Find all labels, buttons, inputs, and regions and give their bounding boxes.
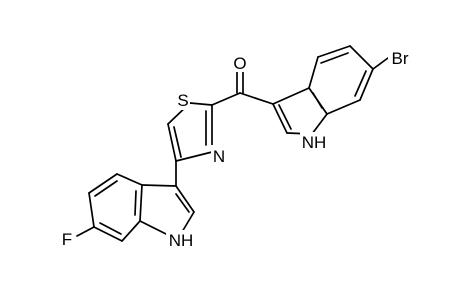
upper-c5-c6 [349, 45, 374, 70]
lower-c5-c6 [88, 192, 95, 228]
sulfur-label: S [177, 91, 188, 110]
lower-c2-n1 [181, 211, 195, 233]
upper-c3-c2-inner [278, 104, 292, 130]
upper-nh-label: NH [302, 133, 327, 152]
lower-c6-c7-inner [99, 222, 122, 235]
thiazole-c2-s [189, 102, 213, 106]
upper-n1-c7a [311, 113, 328, 135]
lower-c6-c7 [93, 226, 123, 242]
lower-c7-c7a [121, 220, 141, 242]
sulfur-atom: S [176, 90, 190, 110]
lower-c4-c5-inner [94, 180, 118, 197]
upper-c3-c2 [272, 103, 288, 134]
fluorine-label: F [62, 230, 72, 249]
lower-c3a-c7a-inner [134, 190, 137, 216]
upper-nh-atom: NH [300, 132, 330, 152]
bromine-atom: Br [388, 47, 412, 68]
upper-c4-c5-inner [320, 52, 349, 64]
lower-c3a-c3 [141, 184, 177, 187]
lower-n1-c7a [139, 220, 169, 236]
lower-nh-atom: NH [166, 230, 196, 250]
bond-carbonyl-indole [239, 92, 274, 105]
upper-c4-c5 [317, 45, 351, 58]
thiazole-nitrogen-atom: N [211, 145, 227, 166]
thiazole-c4-n [175, 151, 213, 162]
upper-c6-c7 [359, 68, 374, 101]
upper-c7-c7a [326, 99, 361, 115]
lower-nh-label: NH [169, 231, 194, 250]
thiazole-c5-c4-inner [173, 126, 182, 158]
lower-c7a-c3a [139, 184, 143, 222]
bond-carbonyl-thiazole [211, 92, 241, 106]
lower-c4-c5 [88, 173, 118, 194]
lower-c3-c2-inner [175, 193, 190, 213]
fluorine-atom: F [60, 229, 74, 249]
lower-c3-c2 [175, 185, 195, 213]
lower-c3a-c4 [116, 173, 143, 186]
thiazole-nitrogen-label: N [213, 147, 225, 166]
bond-c6-br [372, 57, 389, 70]
thiazole-c5-c4 [167, 123, 177, 162]
oxygen-atom: O [232, 52, 248, 73]
upper-c6-c7-inner [354, 70, 367, 97]
oxygen-label: O [233, 54, 246, 73]
upper-c3a-c7a-inner [312, 92, 323, 109]
upper-c3a-c3 [272, 87, 310, 105]
bromine-label: Br [392, 49, 409, 68]
bond-c6-f [76, 226, 95, 237]
upper-c3a-c4 [308, 56, 319, 89]
